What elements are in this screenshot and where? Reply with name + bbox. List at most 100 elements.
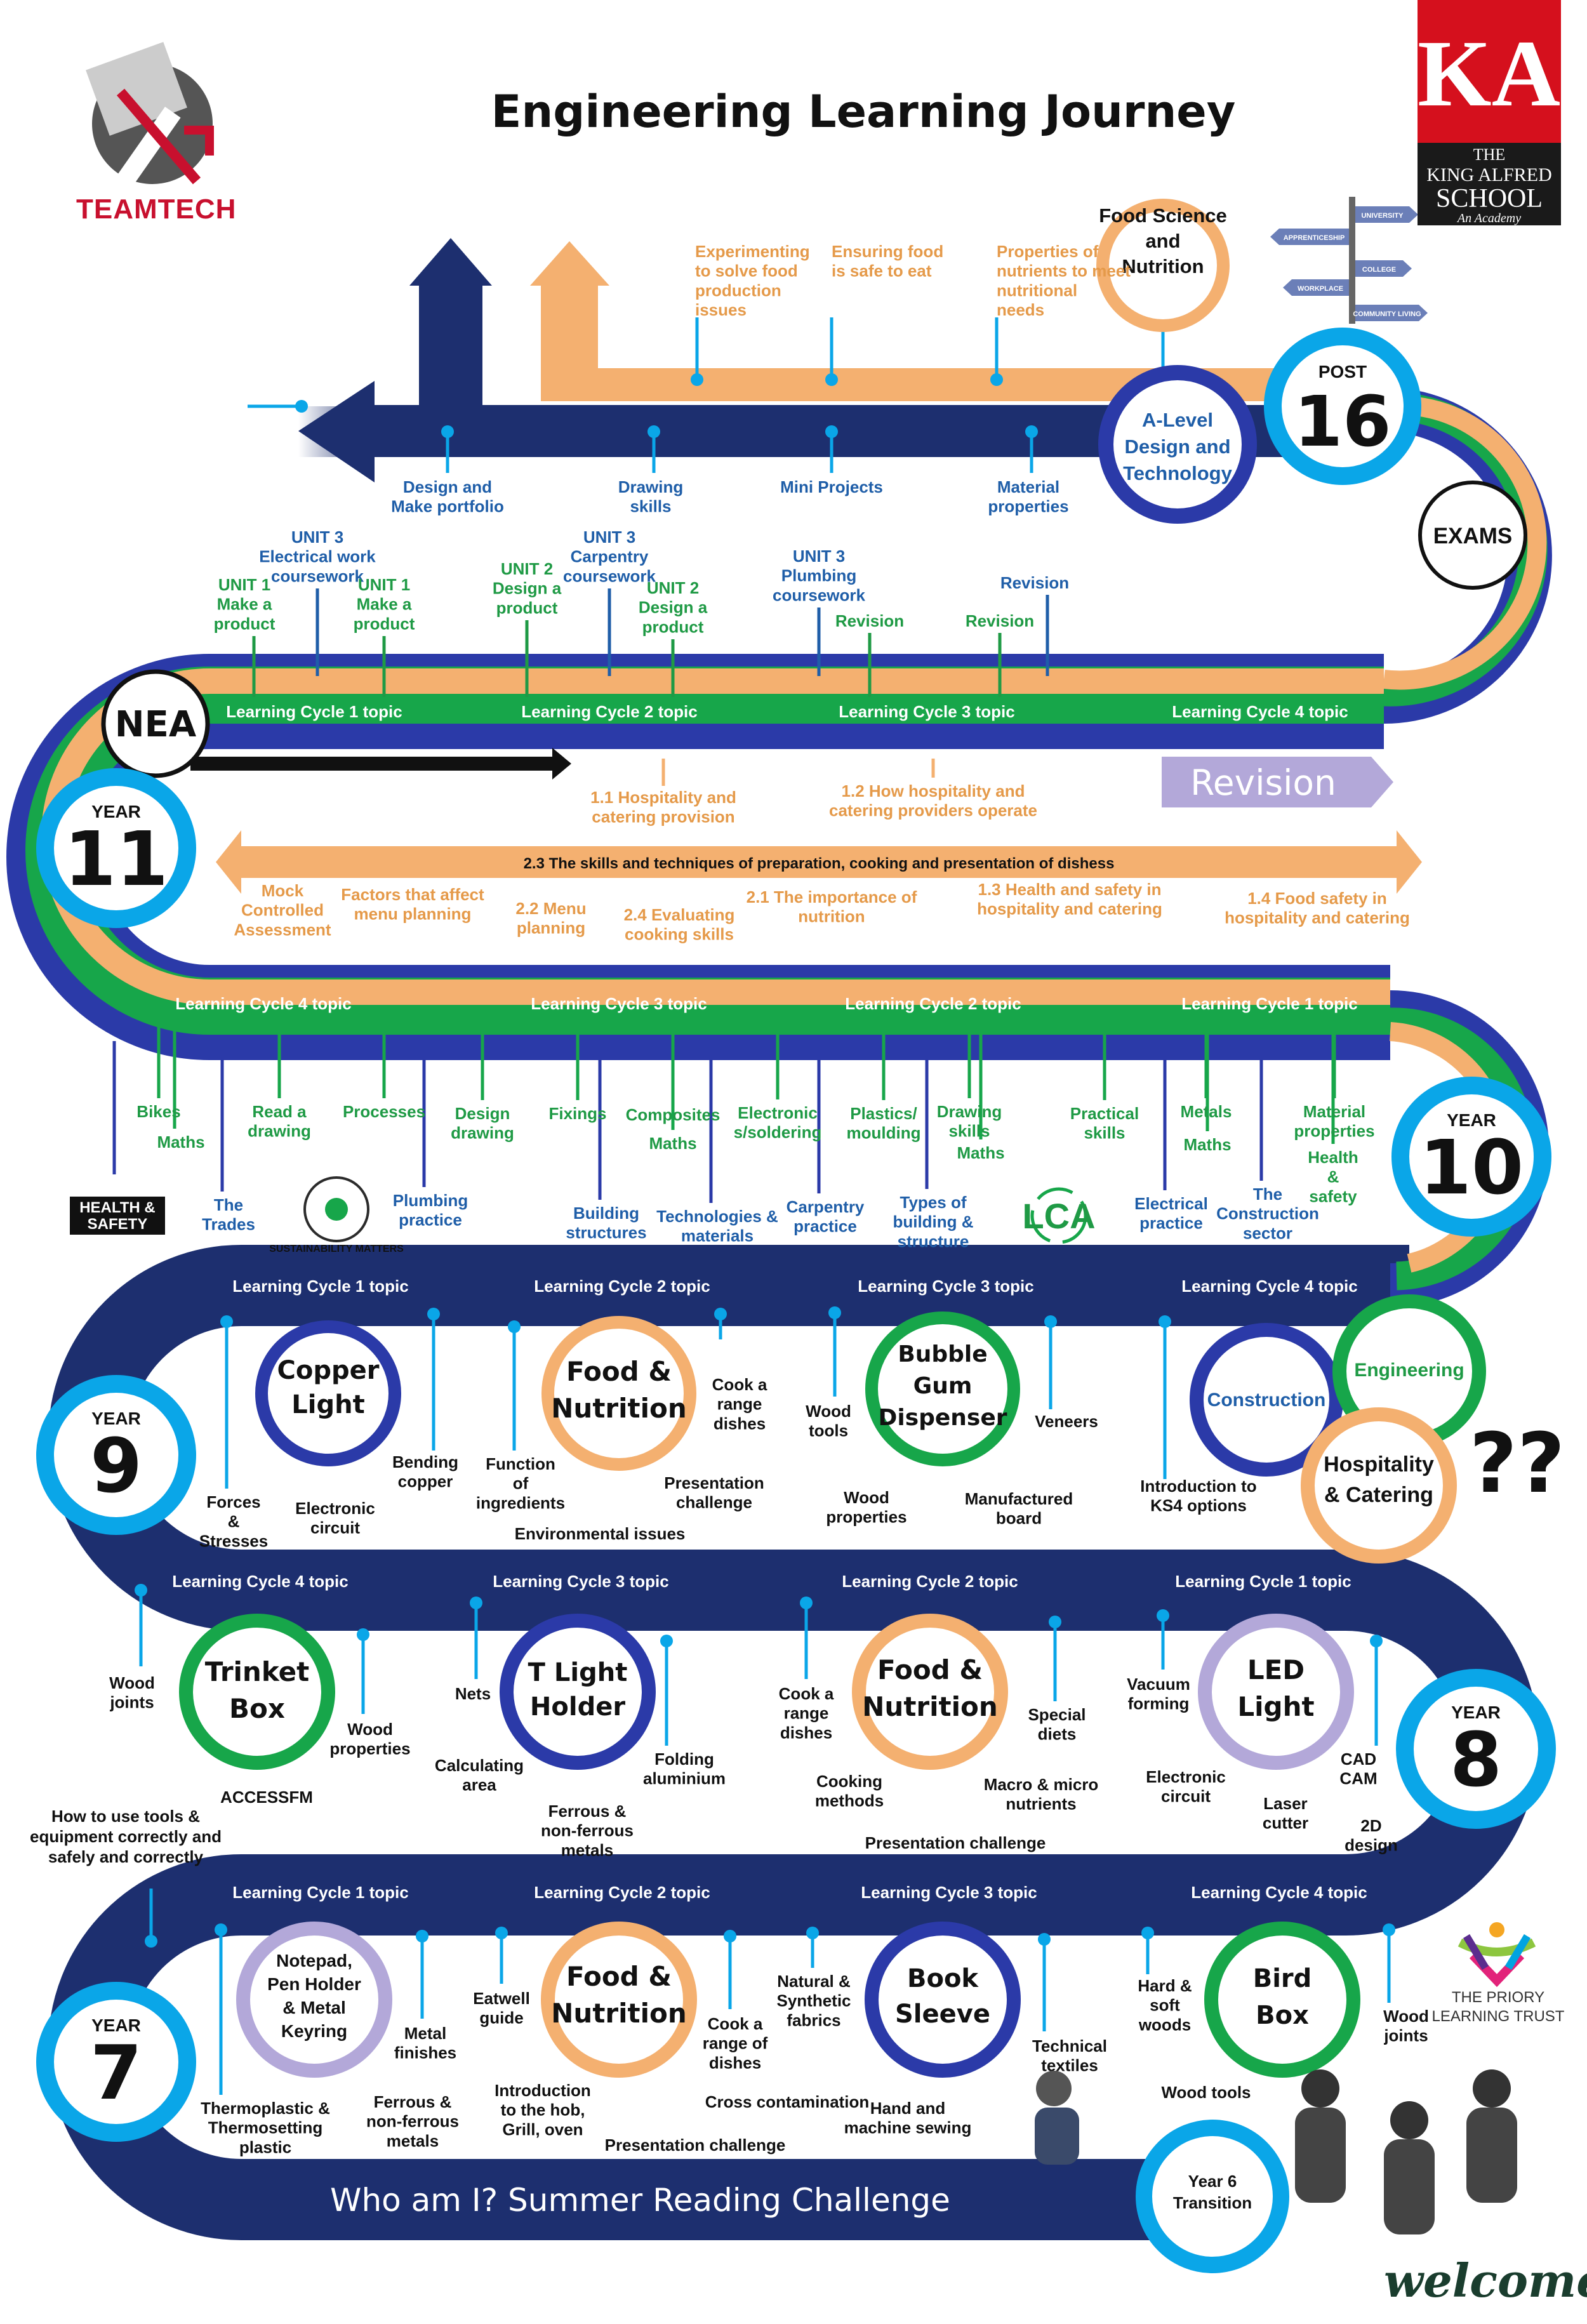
learning-cycle-label: Learning Cycle 4 topic [1181,1277,1357,1296]
teamtech-logo: TEAMTECH [63,35,267,238]
year11-topic: Revision [835,611,904,630]
connector-dot [416,1930,428,1942]
bottom-banner: Who am I? Summer Reading Challenge [330,2182,950,2219]
saw-icon [184,126,214,156]
project-ring [500,1614,656,1770]
lca-recycle-icon [1030,1187,1087,1244]
year-number: 11 [64,815,168,903]
year-label: YEAR [91,2015,141,2035]
exams-label: EXAMS [1433,524,1512,548]
project-ring [541,1922,697,2078]
connector-dot [1141,1927,1154,1939]
learning-cycle-label: Learning Cycle 1 topic [1175,1572,1351,1591]
connector-dot [647,425,660,438]
walking-student-icon [1301,2069,1339,2108]
connector-dot [825,425,838,438]
hospitality-arrow-text: 2.3 The skills and techniques of prepara… [524,855,1115,872]
kas-line-4: An Academy [1457,211,1522,225]
connector-dot [441,425,454,438]
project-ring [1204,1922,1360,2078]
year10-topic: Maths [1183,1135,1231,1154]
connector-dot [828,1306,841,1319]
kas-logo: KAS THE KING ALFRED SCHOOL An Academy [1418,0,1587,225]
connector-dot [220,1315,233,1328]
learning-cycle-label: Learning Cycle 1 topic [1181,994,1357,1013]
learning-cycle-label: Learning Cycle 2 topic [845,994,1021,1013]
project-ring [541,1316,696,1471]
year10-topic: Bikes [136,1102,180,1121]
year10-topic: Maths [649,1134,696,1153]
connector-dot [357,1628,369,1641]
learning-cycle-label: Learning Cycle 2 topic [521,702,697,721]
signpost-text: COMMUNITY LIVING [1353,310,1421,318]
student-figure-icon [1036,2071,1072,2106]
year7-topic: Cross contamination [705,2092,870,2111]
year8-topic: ACCESSFM [220,1788,313,1807]
learning-cycle-label: Learning Cycle 2 topic [842,1572,1018,1591]
signpost-arm-icon [1355,206,1418,223]
walking-student-icon [1295,2108,1346,2203]
lca-label: LCA [1022,1196,1095,1236]
sustainability-text: SUSTAINABILITY MATTERS [269,1244,404,1254]
option-engineering: Engineering [1354,1360,1464,1381]
year-label: YEAR [91,1409,141,1428]
connector-dot [145,1935,157,1948]
year9-topic: Veneers [1035,1412,1098,1431]
year10-topic: Composites [626,1105,720,1124]
signpost-arm-icon [1355,305,1428,321]
year-badge [36,1982,196,2142]
health-safety-text: HEALTH &SAFETY [79,1199,156,1233]
connector-dot [1157,1609,1169,1622]
learning-cycle-label: Learning Cycle 2 topic [534,1883,710,1902]
year10-topic: Metals [1181,1102,1232,1121]
year11-arrows [190,748,1422,894]
year7-topic: Wood tools [1161,2083,1251,2102]
year9-topic: Forces&Stresses [199,1492,268,1550]
year-number: 16 [1294,381,1391,462]
connector-dot [1044,1315,1057,1328]
priory-figure-icon [1458,1922,1536,1987]
project-name: Food &Nutrition [551,1961,686,2029]
food-science-ring [1096,199,1230,332]
year-label: YEAR [1447,1110,1496,1130]
connector-dot [660,1635,673,1647]
page-title: Engineering Learning Journey [491,86,1236,138]
year-badge [1396,1669,1556,1829]
